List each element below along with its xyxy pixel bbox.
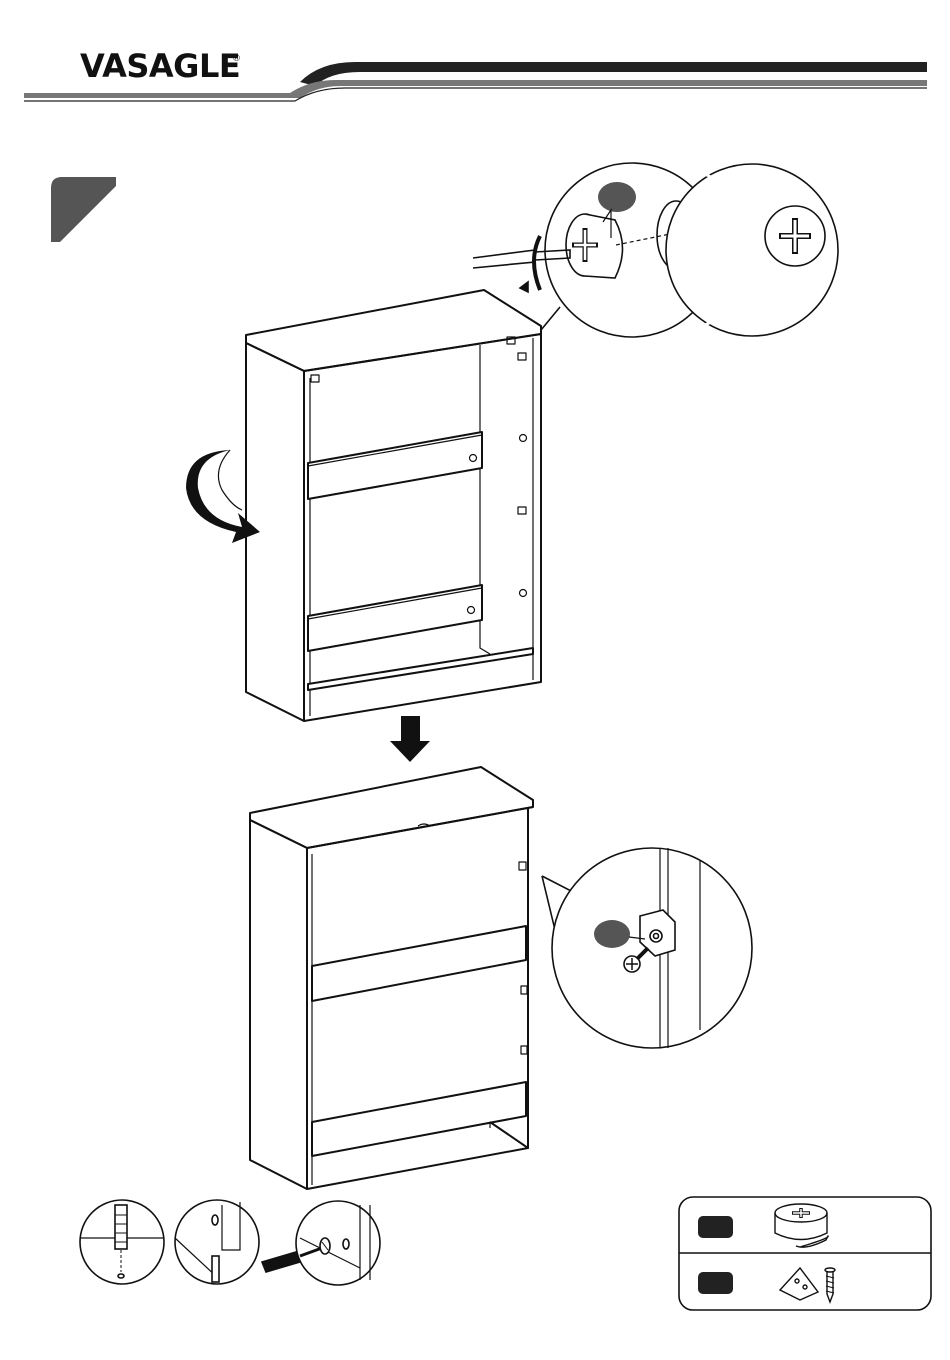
cam-lock-front-detail <box>666 164 838 336</box>
screwdriver-detail <box>262 1201 380 1285</box>
callout-marker <box>598 182 636 212</box>
parts-legend <box>679 1197 931 1310</box>
down-arrow-icon <box>390 716 430 762</box>
callout-marker <box>594 920 630 948</box>
dowel-detail <box>80 1200 164 1284</box>
header-bar <box>24 62 927 101</box>
lower-cabinet <box>250 767 533 1189</box>
upper-cabinet <box>246 290 541 721</box>
parts-badge-cam-lock <box>698 1216 733 1238</box>
dowel-insert-detail <box>175 1200 259 1284</box>
parts-badge-angle-bracket <box>698 1272 733 1294</box>
angle-bracket-callout <box>542 848 752 1048</box>
step-badge-icon <box>51 177 116 242</box>
